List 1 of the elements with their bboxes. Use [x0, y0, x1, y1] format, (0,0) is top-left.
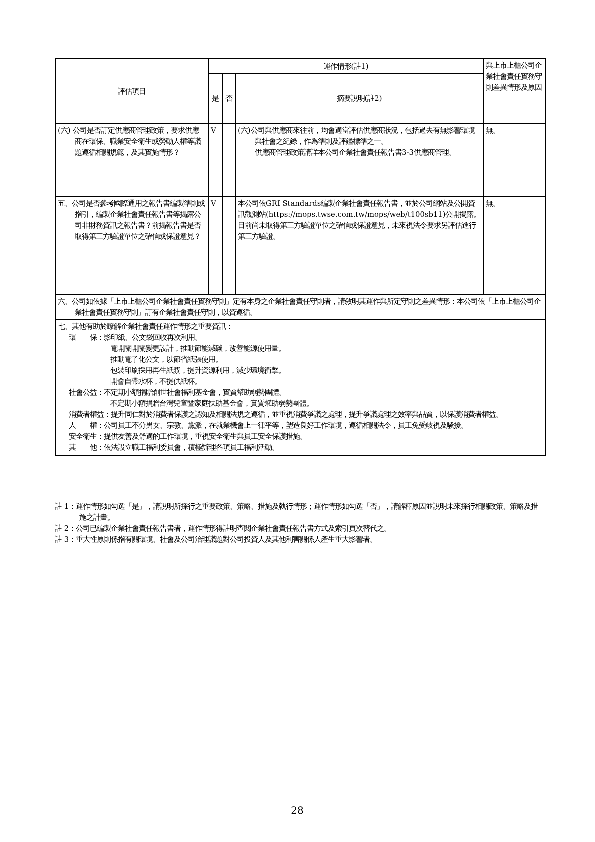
page-number: 28 — [290, 806, 305, 817]
